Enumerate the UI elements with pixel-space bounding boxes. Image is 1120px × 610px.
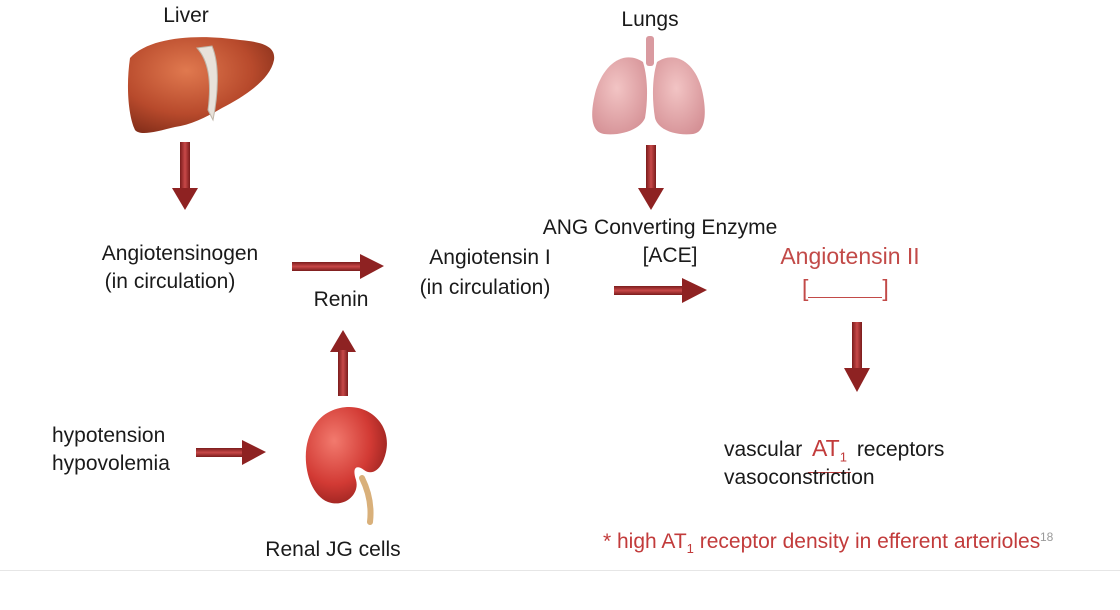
angiotensin2-label: Angiotensin II	[780, 243, 920, 269]
footnote: * high AT1 receptor density in efferent …	[603, 530, 1041, 557]
arrow-renin-up	[330, 330, 356, 396]
vasoconstriction-label: vasoconstriction	[724, 466, 875, 489]
angiotensin2-blank: []	[802, 275, 889, 301]
vascular-receptors-line: vascular AT1 receptors	[724, 434, 944, 473]
angiotensinogen-sub: (in circulation)	[104, 270, 236, 293]
arrow-angiotensinogen-right	[292, 254, 384, 279]
arrow-lungs-down	[638, 145, 664, 210]
lungs-label: Lungs	[621, 8, 679, 31]
angiotensin1-label: Angiotensin I	[429, 246, 551, 269]
ace-label: ANG Converting Enzyme	[542, 216, 778, 239]
renal-jg-label: Renal JG cells	[265, 538, 401, 561]
arrow-angiotensin2-down	[844, 322, 870, 392]
arrow-angiotensin1-right	[614, 278, 707, 303]
slide-number: 18	[1040, 530, 1054, 544]
liver-label: Liver	[163, 4, 209, 27]
arrow-hypotension-right	[196, 440, 266, 465]
kidney-icon	[305, 407, 387, 525]
hypovolemia-label: hypovolemia	[52, 452, 170, 475]
arrow-liver-down	[172, 142, 198, 210]
footer-divider	[0, 570, 1120, 571]
angiotensinogen-label: Angiotensinogen	[101, 242, 259, 265]
ace-abbrev: [ACE]	[642, 244, 698, 267]
renin-label: Renin	[313, 288, 369, 311]
lungs-icon	[592, 36, 705, 135]
liver-icon	[127, 37, 275, 134]
blank-line	[808, 275, 883, 298]
hypotension-label: hypotension	[52, 424, 166, 447]
at1-receptor: AT1	[808, 434, 851, 473]
angiotensin1-sub: (in circulation)	[419, 276, 551, 299]
